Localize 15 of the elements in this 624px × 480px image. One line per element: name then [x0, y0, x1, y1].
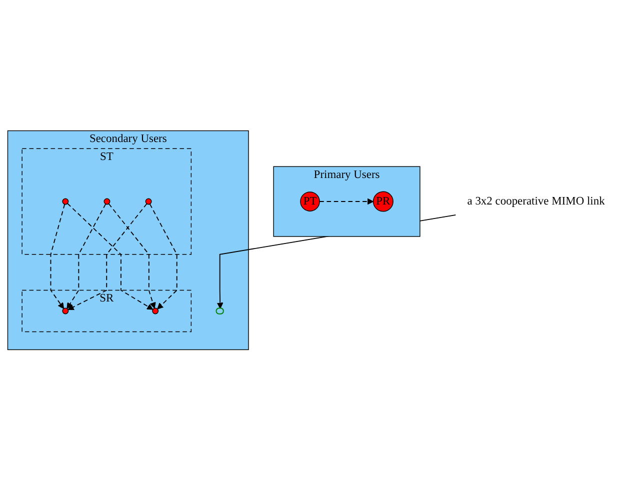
node-circle — [104, 198, 110, 205]
arrow — [149, 203, 178, 310]
node-circle: PR — [372, 191, 394, 212]
node-circle: PT — [300, 191, 320, 212]
node-circle — [152, 308, 159, 314]
arrow — [319, 198, 374, 204]
node-circle — [145, 198, 152, 205]
cluster: ST — [22, 148, 192, 255]
node-circle — [62, 308, 69, 314]
cluster: SR — [22, 290, 192, 332]
arrow — [50, 204, 66, 309]
node-circle — [62, 198, 69, 205]
arrow — [66, 203, 106, 309]
arrow — [108, 203, 156, 308]
node-text: a 3x2 cooperative MIMO link — [467, 194, 605, 208]
